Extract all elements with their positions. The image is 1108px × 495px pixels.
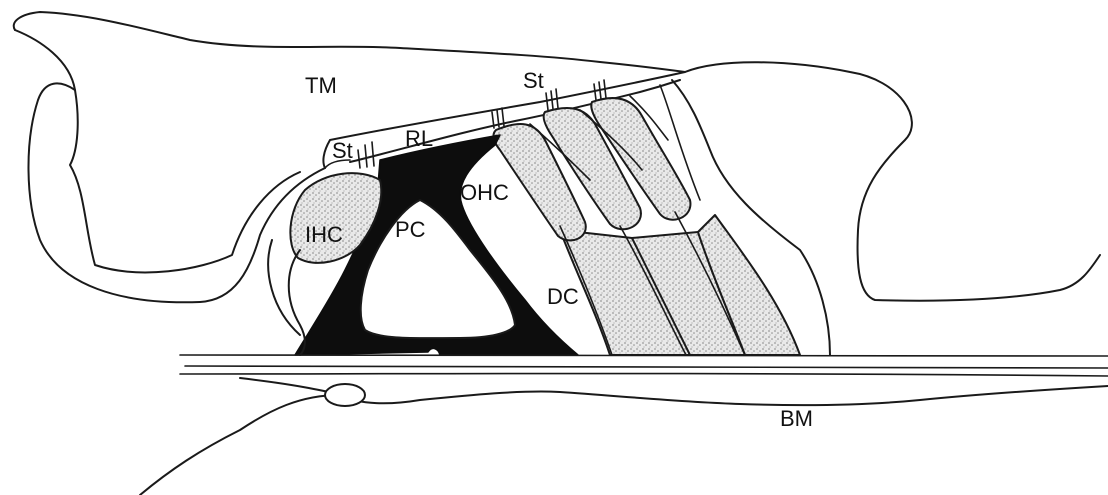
spiral-limbus-outline bbox=[15, 30, 325, 302]
ihc-stereocilia bbox=[358, 142, 374, 168]
label-tm: TM bbox=[305, 73, 337, 98]
basilar-membrane-lower bbox=[180, 374, 1108, 377]
label-ohc: OHC bbox=[460, 180, 509, 205]
ohc-stereocilia-1 bbox=[492, 108, 504, 128]
tympanic-lower-boundary bbox=[140, 395, 340, 495]
inner-phalangeal-outline bbox=[289, 250, 305, 355]
basilar-membrane-middle bbox=[185, 366, 1108, 368]
tympanic-cover-layer bbox=[240, 378, 1108, 405]
label-dc: DC bbox=[547, 284, 579, 309]
label-bm: BM bbox=[780, 406, 813, 431]
label-st-left: St bbox=[332, 138, 353, 163]
basilar-membrane-upper bbox=[180, 355, 1108, 356]
spiral-vessel bbox=[325, 384, 365, 406]
limbus-inner-outline bbox=[70, 90, 300, 272]
label-ihc: IHC bbox=[305, 222, 343, 247]
label-rl: RL bbox=[405, 126, 433, 151]
label-st-top: St bbox=[523, 68, 544, 93]
label-pc: PC bbox=[395, 217, 426, 242]
